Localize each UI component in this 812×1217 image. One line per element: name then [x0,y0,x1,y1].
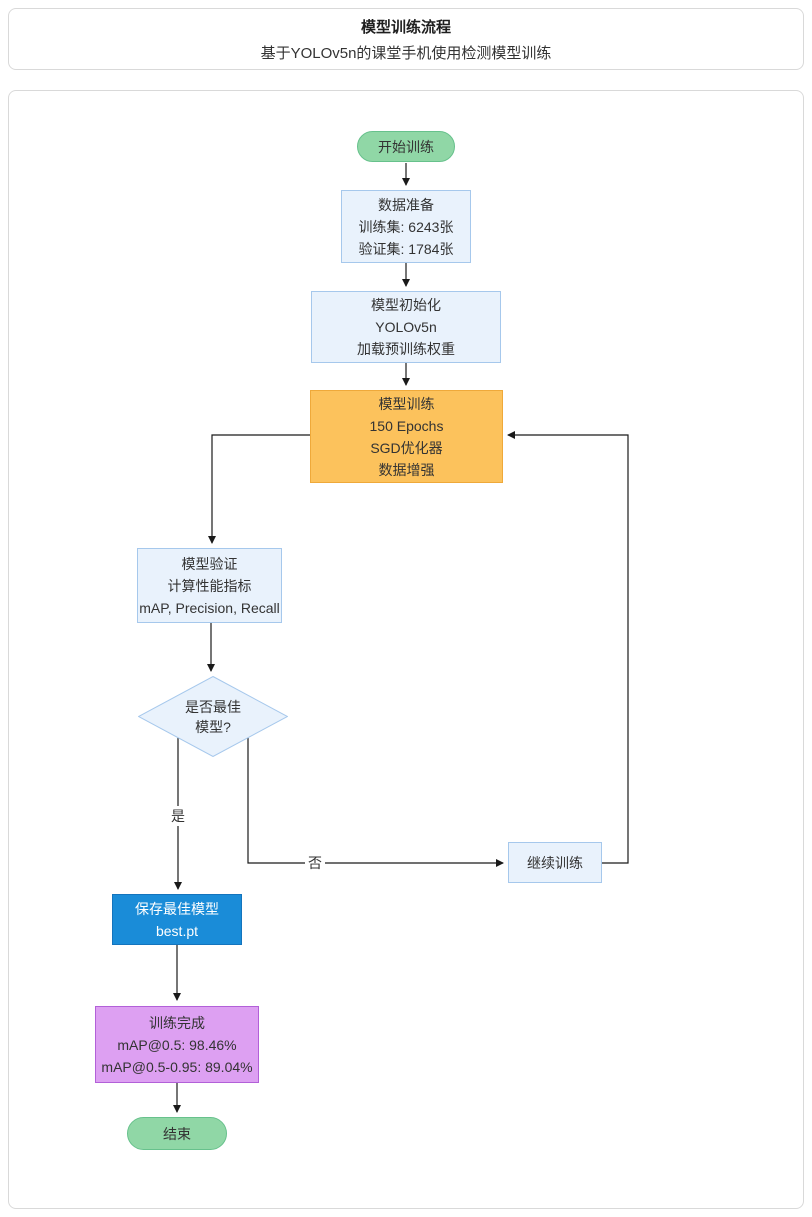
node-start: 开始训练 [357,131,455,162]
node-text-line: 验证集: 1784张 [358,240,454,257]
node-text-line: 是否最佳 [185,698,241,715]
node-text-line: 模型初始化 [371,297,441,313]
node-text-line: 模型? [195,718,231,735]
edge-label-yes: 是 [168,806,188,826]
node-training: 模型训练 150 Epochs SGD优化器 数据增强 [310,390,503,483]
node-data-prep: 数据准备 训练集: 6243张 验证集: 1784张 [341,190,471,263]
page-title: 模型训练流程 [360,18,451,36]
node-text-line: 模型验证 [181,555,238,572]
node-text-line: 数据准备 [378,196,434,213]
node-complete: 训练完成 mAP@0.5: 98.46% mAP@0.5-0.95: 89.04… [95,1006,259,1083]
node-text-line: YOLOv5n [375,319,437,335]
node-text-line: mAP, Precision, Recall [139,599,280,616]
node-text-line: 加载预训练权重 [357,341,455,357]
decision-diamond-shape [138,676,288,757]
edge-decision-no-to-continue [247,738,504,867]
node-text-line: mAP@0.5: 98.46% [117,1036,237,1053]
node-end: 结束 [127,1117,227,1150]
edge-continue-loop-to-training [507,431,629,864]
node-text-line: 继续训练 [527,854,583,871]
node-text-line: 训练完成 [149,1014,205,1031]
node-text-line: 数据增强 [378,461,435,478]
node-text-line: 训练集: 6243张 [358,218,454,235]
node-text-line: 结束 [163,1125,191,1142]
node-text-line: 模型训练 [378,395,435,412]
header-card: 模型训练流程 基于YOLOv5n的课堂手机使用检测模型训练 [8,8,804,70]
node-save-model: 保存最佳模型 best.pt [112,894,242,945]
node-text-line: 计算性能指标 [167,577,252,594]
node-continue-training: 继续训练 [508,842,602,883]
page-subtitle: 基于YOLOv5n的课堂手机使用检测模型训练 [260,44,552,62]
node-text-line: 150 Epochs [369,417,444,434]
edge-training-to-validation [208,434,310,544]
node-validation: 模型验证 计算性能指标 mAP, Precision, Recall [137,548,282,623]
edge-label-no: 否 [305,853,325,873]
node-text-line: mAP@0.5-0.95: 89.04% [101,1058,253,1075]
node-text-line: SGD优化器 [370,439,443,456]
node-text-line: 开始训练 [378,138,434,155]
node-model-init: 模型初始化 YOLOv5n 加载预训练权重 [311,291,501,363]
node-text-line: 保存最佳模型 [135,900,219,917]
node-text-line: best.pt [155,922,199,939]
node-decision: 是否最佳 模型? [138,676,288,757]
